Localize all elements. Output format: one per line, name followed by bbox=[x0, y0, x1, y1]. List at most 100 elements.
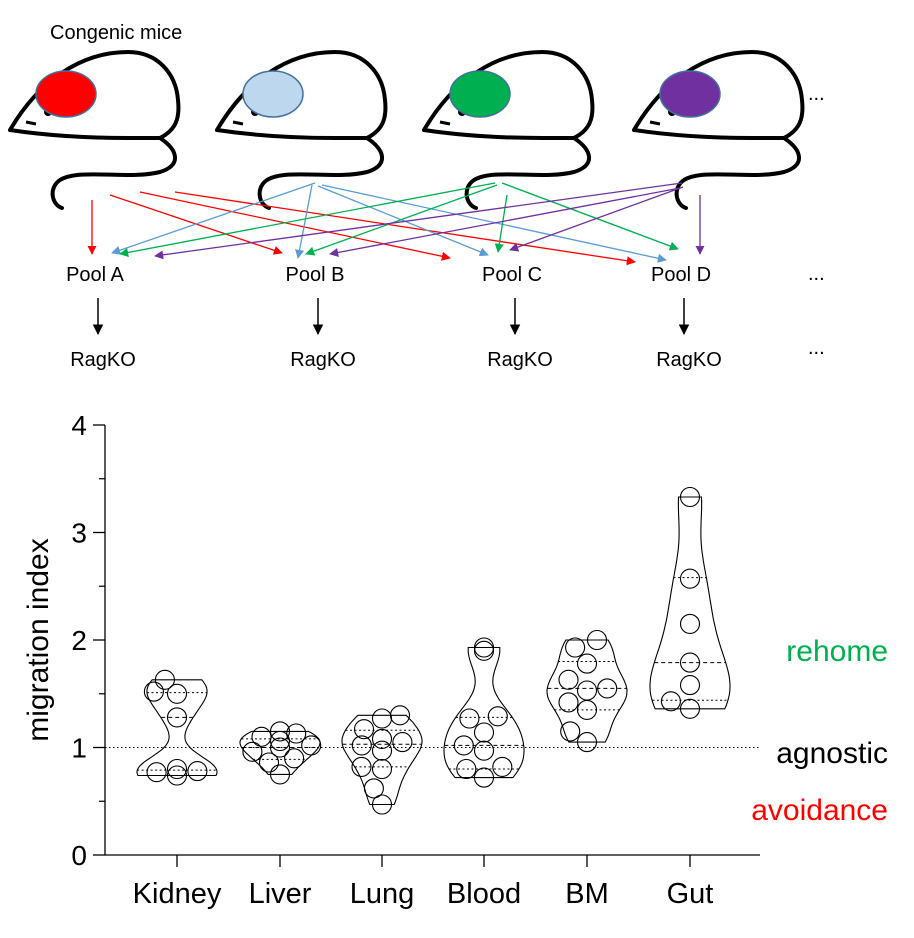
mouse-1 bbox=[8, 50, 181, 210]
mouse-to-pool-arrows bbox=[87, 182, 705, 266]
violin-gut bbox=[649, 486, 731, 719]
data-point bbox=[558, 692, 579, 713]
data-point bbox=[473, 740, 495, 761]
data-point bbox=[154, 669, 175, 690]
data-point bbox=[679, 652, 701, 673]
violin-outline bbox=[136, 679, 218, 777]
mice-row bbox=[8, 50, 805, 210]
y-axis-label: migration index bbox=[22, 538, 55, 741]
violin-outline bbox=[239, 730, 321, 775]
schematic-title: Congenic mice bbox=[50, 22, 182, 44]
data-point bbox=[371, 794, 393, 815]
data-point bbox=[473, 722, 495, 743]
mouse-nose bbox=[439, 120, 451, 126]
data-point bbox=[473, 767, 495, 788]
violin-liver bbox=[239, 721, 322, 785]
mouse-tail bbox=[257, 136, 384, 210]
recipient-label: RagKO bbox=[290, 349, 356, 371]
data-point bbox=[351, 735, 372, 756]
data-point bbox=[166, 765, 188, 786]
transfer-arrow-7 bbox=[317, 185, 489, 257]
data-point bbox=[679, 698, 701, 719]
data-point bbox=[258, 752, 280, 773]
data-point bbox=[363, 778, 384, 799]
transfer-arrow-5 bbox=[111, 182, 316, 255]
data-point bbox=[679, 675, 701, 696]
mouse-3 bbox=[422, 50, 595, 210]
mouse-tail bbox=[50, 136, 177, 210]
pool-1: Pool A RagKO bbox=[66, 264, 136, 371]
transfer-arrow-13 bbox=[154, 182, 683, 260]
pool-row: Pool A RagKO Pool B RagKO Pool C RagKO Pool DR… bbox=[66, 264, 722, 371]
transfer-arrow-12 bbox=[501, 182, 679, 251]
data-point bbox=[166, 758, 188, 780]
mouse-ear bbox=[449, 70, 511, 118]
pool-label: Pool A bbox=[66, 264, 124, 286]
annotation-avoidance: avoidance bbox=[751, 794, 888, 827]
data-point bbox=[679, 568, 701, 589]
data-point bbox=[351, 756, 372, 777]
y-tick-label: 4 bbox=[71, 410, 87, 441]
data-point bbox=[459, 708, 480, 729]
data-point bbox=[353, 719, 375, 740]
data-point bbox=[679, 486, 701, 508]
y-tick-label: 2 bbox=[71, 625, 87, 656]
data-point bbox=[371, 708, 393, 729]
transfer-arrow-14 bbox=[329, 187, 681, 257]
data-point bbox=[679, 613, 701, 634]
transfer-arrow-9 bbox=[119, 182, 496, 257]
data-point bbox=[146, 762, 167, 783]
data-point bbox=[565, 637, 586, 658]
data-point bbox=[586, 629, 608, 651]
data-point bbox=[576, 680, 598, 701]
data-point bbox=[371, 758, 393, 780]
data-point bbox=[576, 653, 598, 674]
transfer-arrow-3 bbox=[139, 191, 451, 261]
violins bbox=[136, 486, 731, 815]
recipient-label: RagKO bbox=[70, 349, 136, 371]
data-point bbox=[392, 732, 413, 753]
transfer-arrow-11 bbox=[494, 194, 508, 253]
data-point bbox=[597, 678, 618, 699]
pool-label: Pool C bbox=[482, 264, 542, 286]
data-point bbox=[473, 637, 495, 658]
mouse-ear bbox=[242, 70, 304, 118]
data-point bbox=[251, 726, 272, 747]
data-point bbox=[389, 705, 411, 726]
recipient-label: RagKO bbox=[487, 349, 553, 371]
annotation-rehome: rehome bbox=[786, 635, 888, 668]
data-point bbox=[187, 761, 208, 782]
mouse-ear bbox=[659, 70, 721, 118]
transfer-arrow-6 bbox=[295, 184, 313, 259]
x-tick-label: Blood bbox=[447, 878, 521, 910]
mouse-nose bbox=[649, 120, 661, 126]
data-point bbox=[284, 748, 305, 769]
data-point bbox=[371, 740, 393, 761]
data-point bbox=[492, 756, 513, 777]
data-point bbox=[456, 758, 477, 780]
recipients-ellipsis: ... bbox=[808, 337, 825, 359]
x-tick-label: Lung bbox=[350, 878, 415, 910]
pool-label: Pool B bbox=[286, 264, 345, 286]
data-point bbox=[269, 737, 291, 758]
data-point bbox=[143, 681, 164, 702]
annotation-agnostic: agnostic bbox=[776, 737, 888, 770]
data-point bbox=[269, 764, 291, 785]
y-tick-label: 0 bbox=[71, 840, 87, 871]
mouse-nose bbox=[232, 120, 244, 126]
data-point bbox=[453, 735, 474, 756]
pool-3: Pool C RagKO bbox=[482, 264, 553, 371]
mouse-tail bbox=[674, 136, 801, 210]
data-point bbox=[166, 707, 188, 728]
annotations: rehome agnostic avoidance bbox=[751, 635, 888, 827]
mouse-tail bbox=[464, 136, 591, 210]
data-point bbox=[576, 732, 598, 753]
violin-outline bbox=[443, 646, 525, 779]
transfer-arrow-4 bbox=[174, 191, 636, 266]
data-point bbox=[558, 669, 579, 690]
